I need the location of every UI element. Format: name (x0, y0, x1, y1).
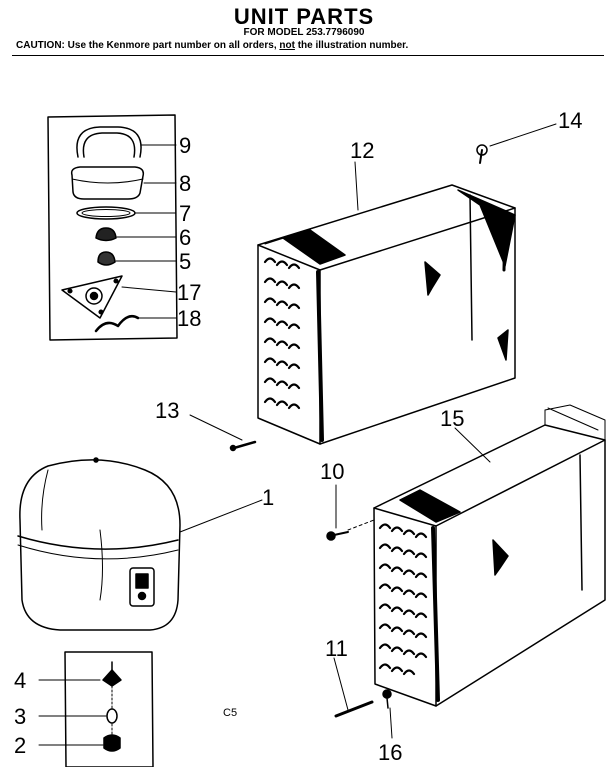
callout-4: 4 (14, 668, 26, 693)
callout-14: 14 (558, 108, 582, 133)
caution-suffix: the illustration number. (297, 40, 409, 51)
part-12-coils (263, 257, 301, 410)
callout-6: 6 (179, 225, 191, 250)
callout-18: 18 (177, 306, 201, 331)
callout-17: 17 (177, 280, 201, 305)
part-10-screw (326, 531, 349, 541)
part-11-rod (334, 700, 374, 718)
callout-16: 16 (378, 740, 402, 765)
part-4-valve (102, 669, 122, 687)
caution-line: CAUTION: Use the Kenmore part number on … (16, 40, 408, 51)
callout-13: 13 (155, 398, 179, 423)
caution-prefix: CAUTION: Use the Kenmore part number on … (16, 40, 277, 51)
callout-2: 2 (14, 733, 26, 758)
callout-3: 3 (14, 704, 26, 729)
callout-7: 7 (179, 201, 191, 226)
callout-1: 1 (262, 485, 274, 510)
caution-emphasis: not (279, 40, 295, 51)
part-13-screw (229, 440, 257, 452)
part-5-grommet (97, 251, 116, 266)
part-12-condenser (257, 244, 321, 445)
model-line: FOR MODEL 253.7796090 (243, 27, 365, 38)
callout-9: 9 (179, 133, 191, 158)
part-15-coils (378, 523, 428, 676)
part-3-gasket (106, 708, 118, 724)
part-16-screw (382, 689, 392, 709)
small-parts-panel (47, 114, 178, 341)
callout-8: 8 (179, 171, 191, 196)
callout-12: 12 (350, 138, 374, 163)
callout-5: 5 (179, 249, 191, 274)
part-18-clip (94, 315, 140, 333)
part-9-strap (76, 126, 142, 158)
part-1-compressor (19, 459, 181, 631)
page-title: UNIT PARTS (233, 4, 375, 29)
callout-15: 15 (440, 406, 464, 431)
part-2-cap (103, 734, 121, 752)
part-17-plate (61, 275, 123, 319)
header-divider (12, 55, 604, 56)
part-7-ring (76, 206, 136, 220)
callout-11: 11 (325, 636, 348, 661)
part-8-pad (70, 166, 145, 200)
small-parts-panel-lower (64, 651, 154, 767)
callout-10: 10 (320, 459, 344, 484)
part-14-screw (476, 144, 488, 164)
part-6-grommet (95, 227, 117, 242)
page-code: C5 (223, 707, 237, 719)
